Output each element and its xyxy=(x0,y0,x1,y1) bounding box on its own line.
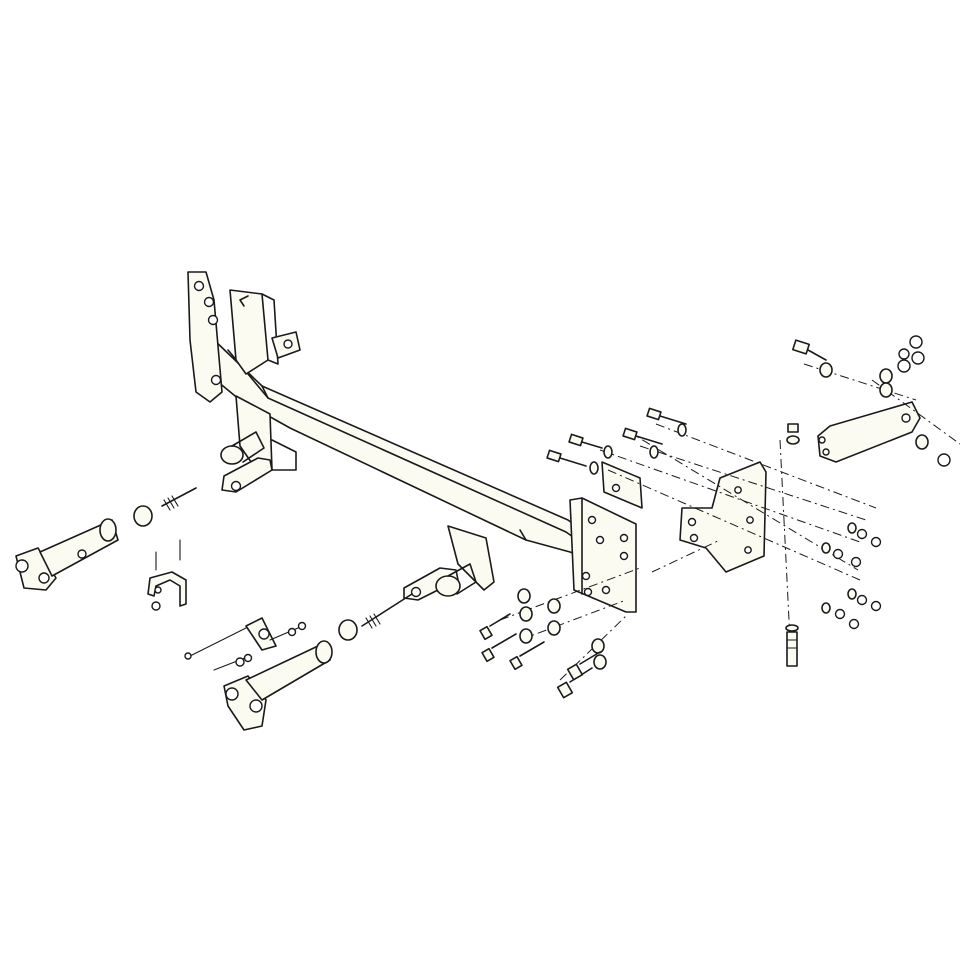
vertical-bolt xyxy=(785,624,799,667)
flat-washer xyxy=(603,445,613,459)
flat-washer xyxy=(879,368,893,384)
hex-nut xyxy=(898,348,910,360)
bolt-hole xyxy=(210,374,222,386)
hex-nut xyxy=(897,359,911,373)
flat-washer xyxy=(649,445,659,459)
hex-nut xyxy=(832,548,844,560)
left-mount-plate xyxy=(569,497,637,613)
flat-washer xyxy=(589,461,599,475)
hex-nut xyxy=(848,618,860,630)
flat-washer xyxy=(821,542,831,554)
flat-washer xyxy=(821,602,831,614)
flat-washer xyxy=(593,654,607,670)
hex-nut xyxy=(911,351,925,365)
flat-washer xyxy=(819,362,833,378)
hex-bolt xyxy=(546,449,587,467)
snap-ring xyxy=(338,619,358,641)
fastener-group-right xyxy=(821,522,882,630)
flat-washer xyxy=(847,588,857,600)
fastener-group-plate xyxy=(479,588,607,699)
hex-bolt xyxy=(568,433,603,449)
hex-bolt xyxy=(566,651,601,681)
right-mount-bracket xyxy=(601,461,767,573)
hex-nut xyxy=(909,335,923,349)
flat-washer xyxy=(519,628,533,644)
hex-bolt xyxy=(479,613,511,641)
bolt-hole xyxy=(207,314,219,326)
hex-bolt-head xyxy=(787,423,799,433)
hex-nut xyxy=(850,556,862,568)
flat-washer xyxy=(915,434,929,450)
fastener-group-top xyxy=(546,335,951,475)
hex-nut xyxy=(834,608,846,620)
flat-washer xyxy=(879,382,893,398)
safety-cable-bracket xyxy=(184,617,307,671)
hex-nut xyxy=(856,528,868,540)
crossbar xyxy=(187,271,607,601)
left-removable-tab xyxy=(15,487,197,591)
flat-washer xyxy=(547,620,561,636)
hex-nut xyxy=(870,536,882,548)
bolt-hole xyxy=(193,280,205,292)
flat-washer xyxy=(519,606,533,622)
hex-bolt xyxy=(622,427,663,445)
hex-bolt xyxy=(646,407,687,425)
hex-bolt xyxy=(481,633,517,663)
pin xyxy=(361,593,413,629)
flat-washer xyxy=(677,423,687,437)
diagonal-brace xyxy=(817,401,921,463)
wiring-bracket xyxy=(147,539,187,611)
hex-nut xyxy=(937,453,951,467)
flat-washer xyxy=(517,588,531,604)
flat-washer xyxy=(847,522,857,534)
snap-ring xyxy=(133,505,153,527)
hex-bolt xyxy=(509,641,545,671)
hex-bolt xyxy=(791,339,827,361)
flat-washer xyxy=(591,638,605,654)
pin xyxy=(161,487,197,511)
bolt-hole xyxy=(203,296,215,308)
right-removable-tab xyxy=(223,593,413,731)
flat-washer xyxy=(547,598,561,614)
flat-washer xyxy=(786,435,800,445)
hex-nut xyxy=(870,600,882,612)
hex-nut xyxy=(856,594,868,606)
